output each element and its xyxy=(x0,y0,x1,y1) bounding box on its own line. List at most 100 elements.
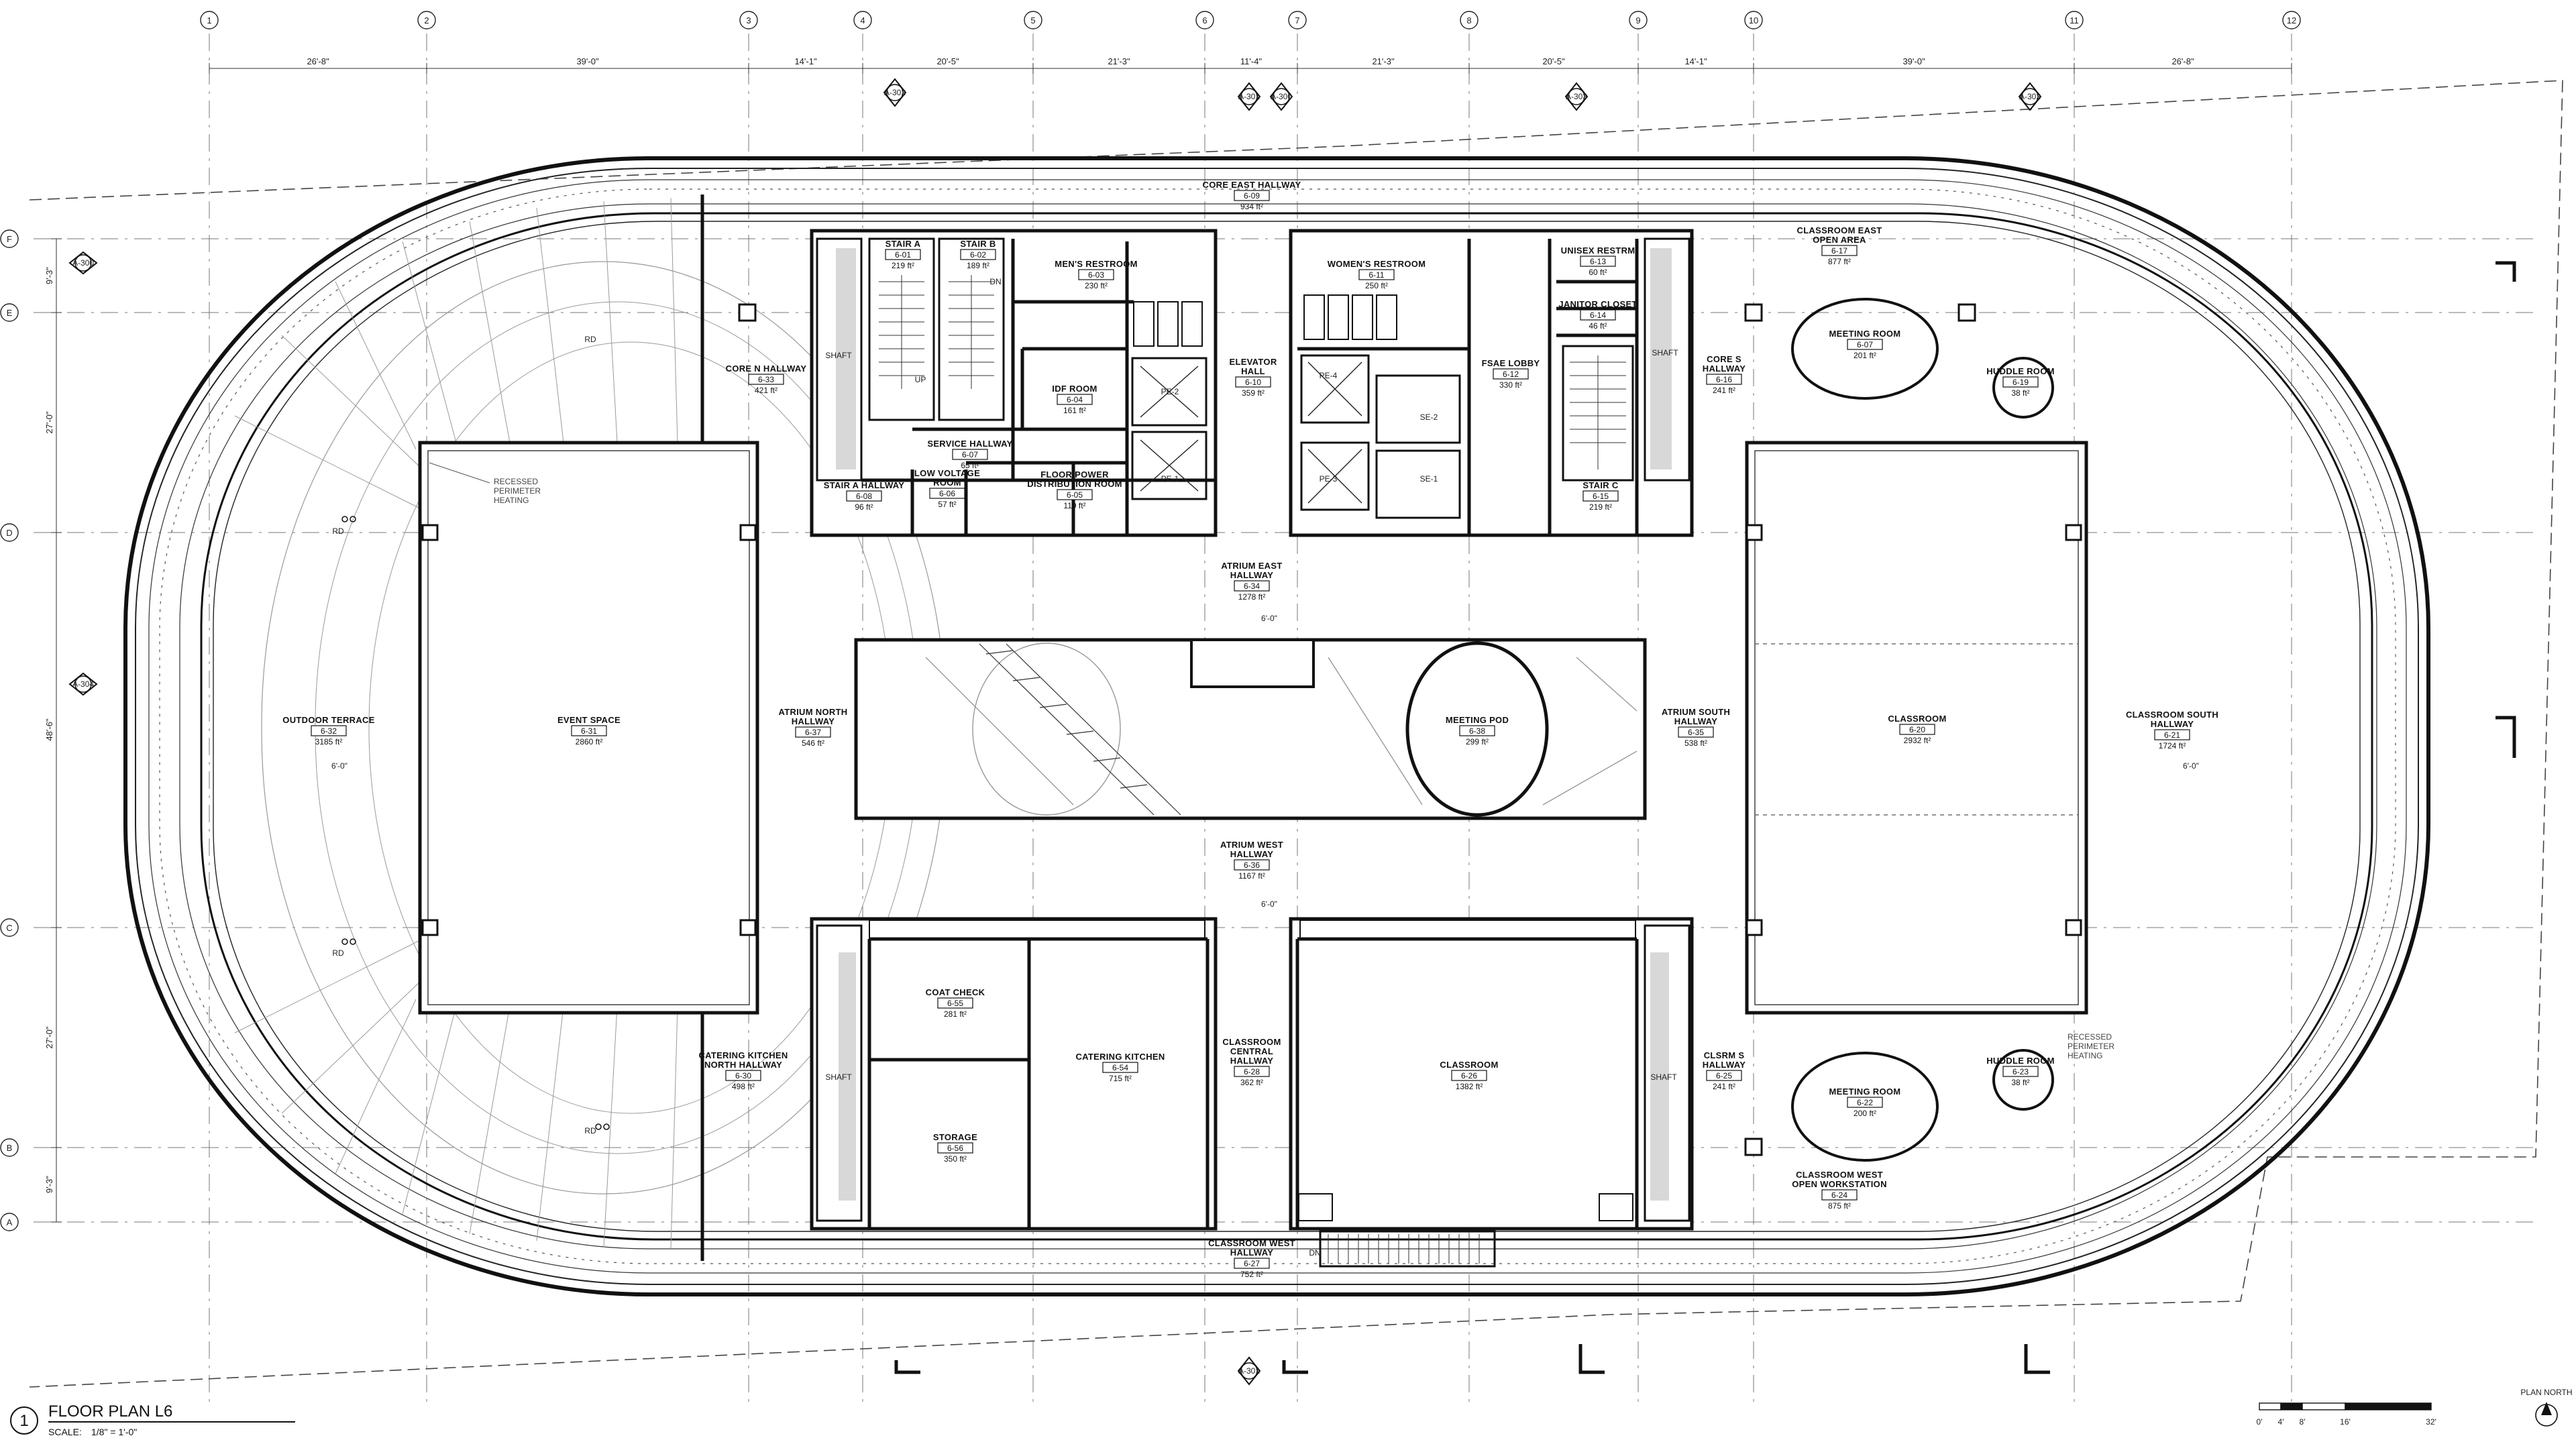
elevator-se1-label: SE-1 xyxy=(1420,474,1438,484)
dim-col-11-12: 26'-8" xyxy=(2171,56,2194,66)
column-grid-bubbles: 1 2 3 4 5 6 7 8 9 10 11 12 xyxy=(200,11,2301,30)
stair-dn-label: DN xyxy=(989,277,1001,286)
room-number: 6-16 xyxy=(1716,375,1732,384)
room-number: 6-07 xyxy=(1857,340,1873,349)
room-area: 230 ft² xyxy=(1085,281,1108,290)
room-number: 6-27 xyxy=(1244,1259,1260,1268)
room-area: 421 ft² xyxy=(755,386,777,395)
elevation-tag-1: 6'-0" xyxy=(331,761,347,771)
room-name: NORTH HALLWAY xyxy=(704,1060,782,1070)
grid-col-9: 9 xyxy=(1635,15,1640,25)
room-number-box xyxy=(2154,729,2190,740)
room-number: 6-15 xyxy=(1593,492,1609,501)
room-name: MEETING ROOM xyxy=(1829,329,1901,339)
room-name: HALLWAY xyxy=(1230,570,1273,580)
room-area: 934 ft² xyxy=(1240,202,1263,211)
perimeter-heating-note-east: RECESSED PERIMETER HEATING xyxy=(2068,1032,2114,1060)
dim-row-B-A: 9'-3" xyxy=(44,1176,54,1193)
room-name: HUDDLE ROOM xyxy=(1986,1056,2055,1066)
room-number-box xyxy=(885,249,921,260)
room-name: STAIR C xyxy=(1582,480,1618,490)
room-name: STAIR A HALLWAY xyxy=(824,480,905,490)
room-number: 6-30 xyxy=(735,1071,751,1080)
room-name: HALL xyxy=(1241,366,1265,376)
room-name: JANITOR CLOSET xyxy=(1558,299,1637,309)
shaft-label-nw: SHAFT xyxy=(825,351,852,360)
room-number: 6-31 xyxy=(581,726,597,736)
grid-col-4: 4 xyxy=(860,15,865,25)
top-dimension-string: 26'-8" 39'-0" 14'-1" 20'-5" 21'-3" 11'-4… xyxy=(209,56,2292,74)
room-area: 219 ft² xyxy=(1589,502,1612,512)
room-area: 538 ft² xyxy=(1684,738,1707,748)
room-number-box xyxy=(960,249,996,260)
elevation-tag-3: 6'-0" xyxy=(1261,899,1277,909)
room-name: ATRIUM WEST xyxy=(1220,840,1283,850)
room-number-box xyxy=(1706,1070,1742,1081)
room-number-box xyxy=(1821,245,1858,256)
dim-col-3-4: 14'-1" xyxy=(794,56,817,66)
room-name: WOMEN'S RESTROOM xyxy=(1328,259,1426,269)
room-name: ATRIUM NORTH xyxy=(778,707,847,717)
room-area: 2932 ft² xyxy=(1904,736,1931,745)
room-number-box xyxy=(1580,256,1616,267)
room-number-box xyxy=(1899,724,1935,735)
grid-col-6: 6 xyxy=(1202,15,1207,25)
room-name: LOW VOLTAGE xyxy=(914,468,980,478)
section-marker-3: A-300 xyxy=(1271,92,1292,101)
note-east-line-2: PERIMETER xyxy=(2068,1042,2114,1051)
section-marker-1: A-302 xyxy=(884,88,906,97)
note-east-line-3: HEATING xyxy=(2068,1051,2102,1060)
room-number-box xyxy=(1234,1066,1270,1077)
room-area: 1724 ft² xyxy=(2159,741,2186,751)
room-name: COAT CHECK xyxy=(926,987,985,997)
roof-drains: RD RD RD RD xyxy=(332,335,610,1135)
room-number: 6-35 xyxy=(1688,728,1704,737)
building-envelope xyxy=(123,156,2430,1296)
note-west-line-3: HEATING xyxy=(494,496,529,505)
room-number-box xyxy=(1234,1258,1270,1269)
room-name: FSAE LOBBY xyxy=(1482,358,1540,368)
view-number: 1 xyxy=(19,1412,28,1430)
room-number-box xyxy=(1078,269,1114,280)
dim-row-C-B: 27'-0" xyxy=(44,1026,54,1049)
room-number-box xyxy=(937,997,973,1009)
room-number-box xyxy=(311,725,347,736)
elevation-tags: 6'-0" 6'-0" 6'-0" 6'-0" xyxy=(331,614,2199,909)
room-number: 6-12 xyxy=(1503,370,1519,379)
room-area: 57 ft² xyxy=(938,500,956,509)
room-name: CLASSROOM WEST xyxy=(1796,1170,1883,1180)
north-label: PLAN NORTH xyxy=(2520,1388,2572,1397)
grid-row-B: B xyxy=(7,1143,13,1153)
elevator-pe4-label: PE-4 xyxy=(1320,371,1338,380)
room-number: 6-24 xyxy=(1831,1190,1847,1200)
room-number: 6-25 xyxy=(1716,1071,1732,1080)
room-number: 6-03 xyxy=(1088,270,1104,280)
scale-tick-8: 8' xyxy=(2300,1417,2306,1427)
room-area: 201 ft² xyxy=(1854,351,1876,360)
dim-col-4-5: 20'-5" xyxy=(936,56,959,66)
room-number: 6-05 xyxy=(1067,490,1083,500)
room-name: HALLWAY xyxy=(1674,716,1717,726)
scale-label: SCALE: xyxy=(48,1427,82,1437)
dim-col-5-6: 21'-3" xyxy=(1108,56,1130,66)
room-number-box xyxy=(1235,376,1271,388)
section-marker-7: A-304 xyxy=(72,679,94,689)
shaft-label-se: SHAFT xyxy=(1650,1072,1677,1082)
grid-col-5: 5 xyxy=(1030,15,1035,25)
stair-dn-label-south: DN xyxy=(1309,1248,1320,1258)
section-cut-marks xyxy=(894,261,2516,1374)
room-area: 65 ft² xyxy=(961,461,979,470)
room-number: 6-56 xyxy=(947,1144,963,1153)
room-number: 6-34 xyxy=(1244,581,1260,591)
left-dimension-string: 9'-3" 27'-0" 48'-6" 27'-0" 9'-3" xyxy=(44,238,62,1223)
room-number: 6-17 xyxy=(1831,246,1847,256)
